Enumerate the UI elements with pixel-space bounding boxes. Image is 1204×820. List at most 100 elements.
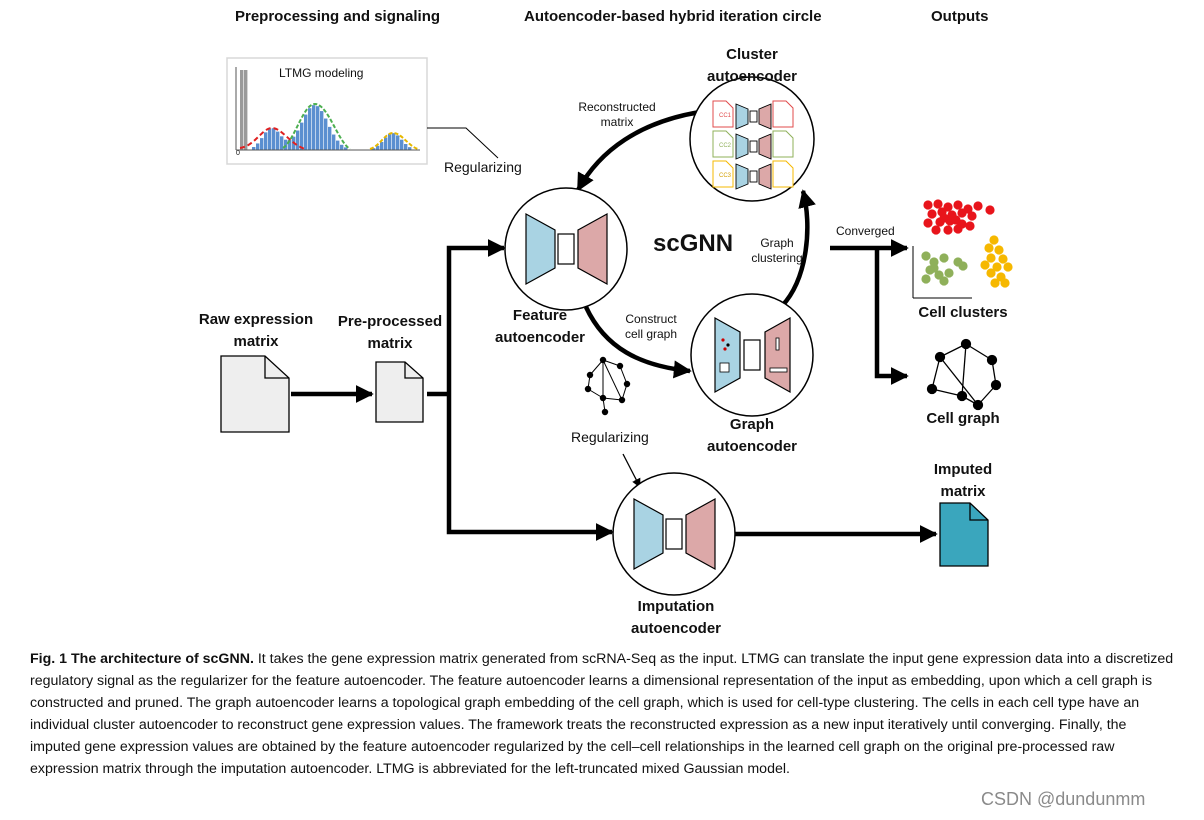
small-cell-graph-icon [584, 356, 631, 416]
imputation-autoencoder-icon [612, 472, 736, 596]
cluster-dot-red [951, 215, 961, 225]
cc2-label: CC2 [719, 143, 732, 149]
cluster-dot-red [985, 205, 995, 215]
histogram-bar [388, 133, 392, 150]
histogram-bar [324, 118, 328, 150]
histogram-bar [252, 147, 256, 150]
scgnn-architecture-diagram: CC1 CC2 CC3 [220, 57, 1013, 596]
reconstructed-line1: Reconstructed [578, 100, 656, 114]
graph-clustering-line2: clustering [751, 251, 803, 265]
reconstructed-line2: matrix [600, 115, 634, 129]
header-outputs: Outputs [931, 8, 989, 25]
raw-label-line2: matrix [233, 333, 279, 350]
histogram-bar [240, 70, 244, 150]
flow-arrows [291, 109, 938, 543]
histogram-bar [288, 139, 292, 150]
histogram-bar [340, 144, 344, 150]
ltmg-connector [427, 127, 499, 159]
cc3-label: CC3 [719, 173, 732, 179]
imputed-matrix-icon [939, 502, 989, 567]
cluster-dot-red [931, 225, 941, 235]
histogram-bar [328, 126, 332, 150]
histogram-bar [380, 141, 384, 150]
cluster-dot-green [939, 276, 949, 286]
feature-autoencoder-icon [504, 187, 628, 311]
imputed-line1: Imputed [933, 461, 993, 478]
cluster-dot-red [939, 213, 949, 223]
cluster-dot-red [933, 199, 943, 209]
feature-label-line2: autoencoder [494, 329, 585, 346]
imputation-label-line1: Imputation [637, 598, 715, 615]
raw-label-line1: Raw expression [198, 311, 314, 328]
graph-autoencoder-label: Graph autoencoder [702, 414, 802, 458]
cluster-dot-red [965, 221, 975, 231]
cluster-autoencoder-icon: CC1 CC2 CC3 [689, 76, 815, 202]
regularizing-label-top: Regularizing [444, 159, 522, 175]
construct-line2: cell graph [624, 327, 678, 341]
reconstructed-matrix-label: Reconstructed matrix [572, 100, 662, 130]
graph-clustering-label: Graph clustering [745, 236, 809, 266]
cluster-dot-red [953, 200, 963, 210]
cluster-label-line1: Cluster [726, 46, 778, 63]
histogram-bar [276, 131, 280, 150]
cluster-dot-yellow [986, 253, 996, 263]
cell-graph-output-icon [926, 338, 1002, 411]
histogram-bar [320, 111, 324, 150]
histogram-bar [300, 122, 304, 150]
cluster-row-3 [712, 160, 794, 190]
cluster-row-1 [712, 100, 794, 130]
histogram-bar [280, 136, 284, 150]
histogram-bars [240, 70, 412, 150]
cc1-label: CC1 [719, 113, 732, 119]
cell-clusters-label: Cell clusters [918, 304, 1008, 321]
cell-graph-label: Cell graph [926, 410, 1000, 427]
histogram-bar [336, 140, 340, 150]
histogram-bar [304, 114, 308, 150]
cluster-dot-yellow [994, 245, 1004, 255]
histogram-bar [408, 147, 412, 150]
cluster-dot-green [944, 268, 954, 278]
cluster-dot-green [921, 251, 931, 261]
cluster-dot-yellow [992, 262, 1002, 272]
histogram-bar [392, 133, 396, 150]
imputed-matrix-label: Imputed matrix [913, 459, 1013, 503]
cluster-dot-red [973, 201, 983, 211]
cluster-dot-green [929, 263, 939, 273]
cluster-dot-yellow [1003, 262, 1013, 272]
imputation-autoencoder-label: Imputation autoencoder [624, 596, 728, 640]
header-preprocessing: Preprocessing and signaling [235, 8, 441, 25]
cluster-dot-red [923, 200, 933, 210]
histogram-bar [344, 147, 348, 150]
imputed-line2: matrix [940, 483, 986, 500]
construct-line1: Construct [625, 312, 677, 326]
histogram-bar [272, 128, 276, 150]
cluster-dot-red [927, 209, 937, 219]
cluster-dot-red [953, 224, 963, 234]
cluster-dot-yellow [986, 268, 996, 278]
histogram-bar [256, 143, 260, 150]
gaussian-curve-green [282, 102, 351, 150]
histogram-bar [384, 137, 388, 150]
cluster-autoencoder-label: Cluster autoencoder [702, 44, 802, 88]
cell-clusters-scatter [912, 199, 1013, 299]
ltmg-histogram [226, 57, 428, 165]
graph-autoencoder-icon [690, 293, 814, 417]
cluster-dot-yellow [998, 254, 1008, 264]
histogram-bar [308, 108, 312, 150]
histogram-bar [376, 145, 380, 150]
cluster-dot-red [957, 208, 967, 218]
cluster-dot-red [923, 218, 933, 228]
caption-text: It takes the gene expression matrix gene… [30, 651, 1174, 777]
histogram-bar [264, 132, 268, 150]
imputation-label-line2: autoencoder [630, 620, 721, 637]
histogram-bar [284, 139, 288, 150]
pre-label-line2: matrix [367, 335, 413, 352]
feature-autoencoder-label: Feature autoencoder [490, 305, 590, 349]
scgnn-title: scGNN [653, 230, 734, 257]
histogram-bar [372, 148, 376, 150]
cluster-dot-yellow [984, 243, 994, 253]
pre-label-line1: Pre-processed [337, 313, 443, 330]
cluster-dots [921, 199, 1013, 288]
histogram-bar [332, 134, 336, 150]
cluster-dot-green [958, 261, 968, 271]
